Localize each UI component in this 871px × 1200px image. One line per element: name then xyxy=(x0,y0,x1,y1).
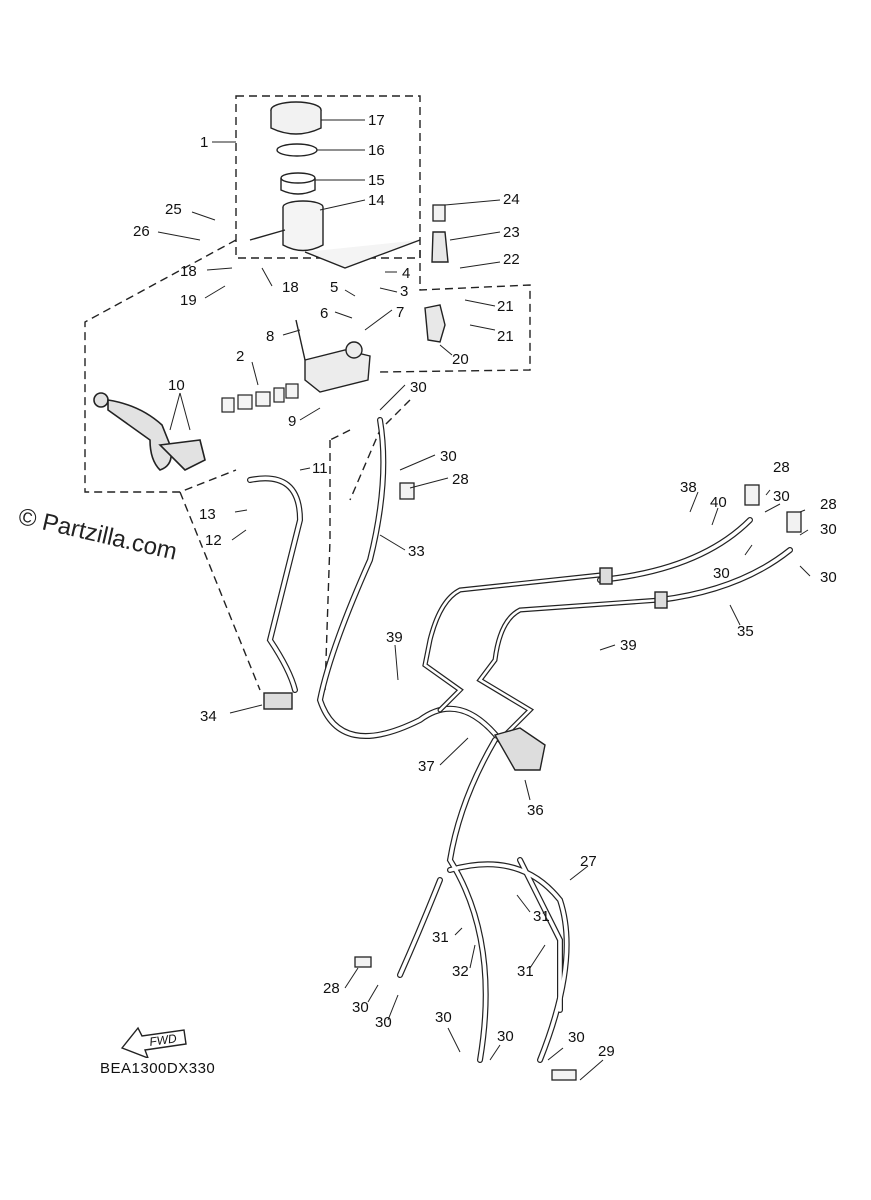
callout-21b: 21 xyxy=(497,328,514,345)
callout-21a: 21 xyxy=(497,298,514,315)
brake-pipes xyxy=(422,572,663,743)
callout-28d: 28 xyxy=(323,980,340,997)
callout-30h: 30 xyxy=(375,1014,392,1031)
callout-24: 24 xyxy=(503,191,520,208)
callout-30d: 30 xyxy=(820,521,837,538)
callout-19: 19 xyxy=(180,292,197,309)
callout-30g: 30 xyxy=(352,999,369,1016)
callout-37: 37 xyxy=(418,758,435,775)
callout-12: 12 xyxy=(205,532,222,549)
reservoir-cap xyxy=(270,101,322,135)
hose-joint xyxy=(263,567,668,771)
dashed-assembly-boxes xyxy=(84,95,531,691)
brake-pipes-inner xyxy=(423,573,662,742)
callout-30e: 30 xyxy=(713,565,730,582)
callout-3: 3 xyxy=(400,283,408,300)
callout-28a: 28 xyxy=(452,471,469,488)
callout-32: 32 xyxy=(452,963,469,980)
callout-30f: 30 xyxy=(820,569,837,586)
callout-34: 34 xyxy=(200,708,217,725)
callout-9: 9 xyxy=(288,413,296,430)
master-cylinder-body xyxy=(295,319,371,393)
callout-15: 15 xyxy=(368,172,385,189)
callout-25: 25 xyxy=(165,201,182,218)
callout-22: 22 xyxy=(503,251,520,268)
callout-28c: 28 xyxy=(820,496,837,513)
callout-30c: 30 xyxy=(773,488,790,505)
callout-30j: 30 xyxy=(497,1028,514,1045)
callout-30k: 30 xyxy=(568,1029,585,1046)
callout-30b: 30 xyxy=(440,448,457,465)
fwd-label: FWD xyxy=(148,1031,177,1049)
callout-8: 8 xyxy=(266,328,274,345)
callout-4: 4 xyxy=(402,265,410,282)
callout-31c: 31 xyxy=(517,963,534,980)
callout-35: 35 xyxy=(737,623,754,640)
callout-27: 27 xyxy=(580,853,597,870)
reservoir-diaphragm xyxy=(276,143,318,195)
callouts: 1 17 16 15 14 25 26 24 23 22 18 18 19 4 … xyxy=(133,112,837,1060)
callout-18a: 18 xyxy=(180,263,197,280)
callout-1: 1 xyxy=(200,134,208,151)
brake-lever xyxy=(93,392,206,471)
callout-33: 33 xyxy=(408,543,425,560)
callout-26: 26 xyxy=(133,223,150,240)
fwd-arrow-icon: FWD xyxy=(120,1018,190,1063)
callout-36: 36 xyxy=(527,802,544,819)
callout-39b: 39 xyxy=(620,637,637,654)
callout-20: 20 xyxy=(452,351,469,368)
callout-30a: 30 xyxy=(410,379,427,396)
callout-2: 2 xyxy=(236,348,244,365)
piston-kit xyxy=(221,383,299,413)
callout-29: 29 xyxy=(598,1043,615,1060)
callout-38: 38 xyxy=(680,479,697,496)
callout-6: 6 xyxy=(320,305,328,322)
callout-16: 16 xyxy=(368,142,385,159)
callout-17: 17 xyxy=(368,112,385,129)
callout-30i: 30 xyxy=(435,1009,452,1026)
callout-28b: 28 xyxy=(773,459,790,476)
callout-39a: 39 xyxy=(386,629,403,646)
callout-7: 7 xyxy=(396,304,404,321)
callout-18b: 18 xyxy=(282,279,299,296)
handlebar-clamp xyxy=(424,231,449,343)
callout-23: 23 xyxy=(503,224,520,241)
callout-13: 13 xyxy=(199,506,216,523)
callout-5: 5 xyxy=(330,279,338,296)
callout-40: 40 xyxy=(710,494,727,511)
callout-11: 11 xyxy=(312,460,328,477)
callout-10: 10 xyxy=(168,377,185,394)
callout-31b: 31 xyxy=(432,929,449,946)
callout-14: 14 xyxy=(368,192,385,209)
callout-31a: 31 xyxy=(533,908,550,925)
reservoir-tank xyxy=(249,200,421,269)
diagram-code: BEA1300DX330 xyxy=(100,1060,216,1077)
banjo-bolts xyxy=(354,204,802,1081)
leader-lines xyxy=(157,119,811,1081)
